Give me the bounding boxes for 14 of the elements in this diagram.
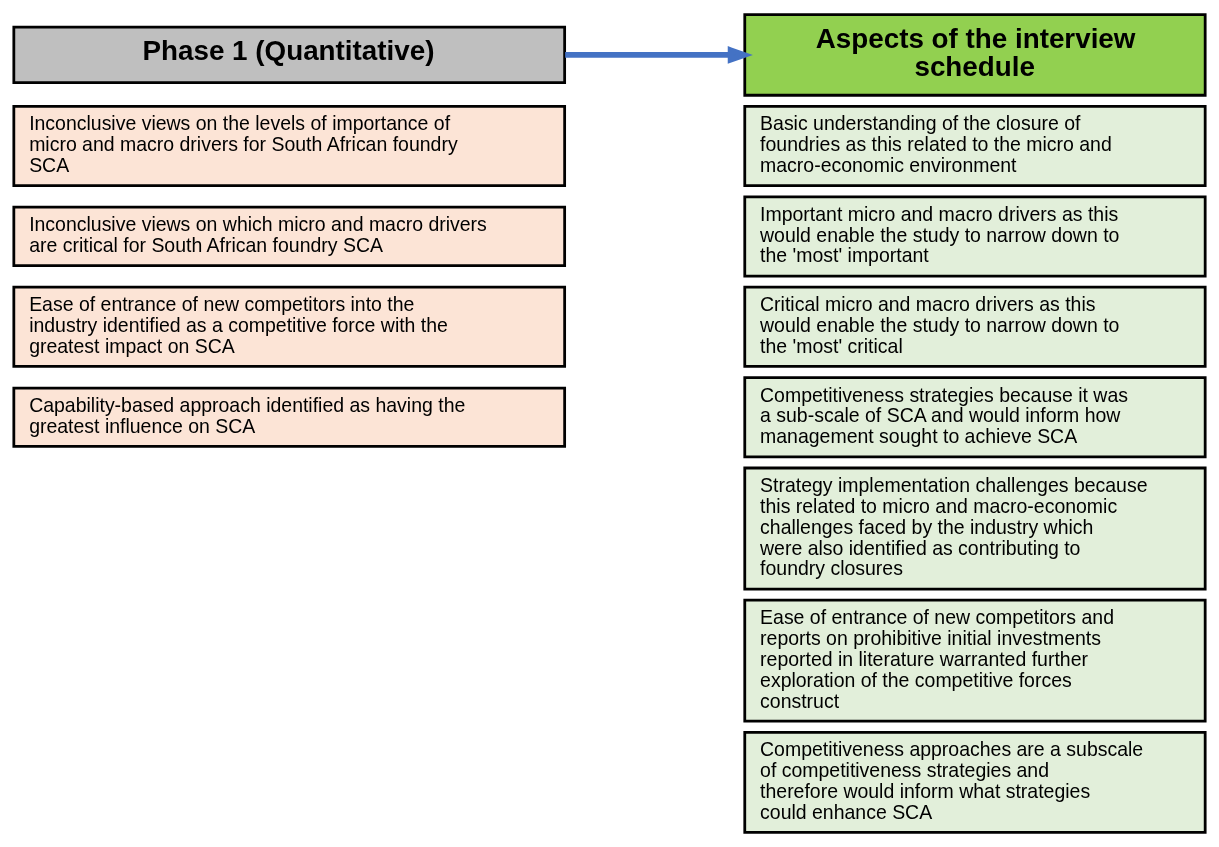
node-box: Important micro and macro drivers as this would enable the study to narrow down to the 'most' important <box>743 195 1207 278</box>
node-box: Inconclusive views on the levels of importance of micro and macro drivers for South African foundry SCA <box>12 105 567 188</box>
node-box: Capability-based approach identified as having the greatest influence on SCA <box>12 386 567 448</box>
node-box: Basic understanding of the closure of foundries as this related to the micro and macro-economic environment <box>743 105 1207 188</box>
node-box: Strategy implementation challenges because this related to micro and macro-economic challenges faced by the industry which were also identified as contributing to foundry closures <box>743 466 1207 591</box>
node-box: Competitiveness approaches are a subscale of competitiveness strategies and therefore would inform what strategies could enhance SCA <box>743 730 1207 834</box>
node-box: Inconclusive views on which micro and macro drivers are critical for South African foundry SCA <box>12 205 567 267</box>
node-box: Ease of entrance of new competitors and reports on prohibitive initial investments reported in literature warranted further exploration of the competitive forces construct <box>743 598 1207 723</box>
node-box: Phase 1 (Quantitative) <box>12 25 567 85</box>
arrow <box>565 46 753 64</box>
node-box: Critical micro and macro drivers as this would enable the study to narrow down to the 'most' critical <box>743 285 1207 368</box>
node-box: Competitiveness strategies because it was a sub-scale of SCA and would inform how management sought to achieve SCA <box>743 376 1207 459</box>
node-box: Ease of entrance of new competitors into the industry identified as a competitive force with the greatest impact on SCA <box>12 285 567 368</box>
node-box: Aspects of the interview schedule <box>743 13 1207 97</box>
